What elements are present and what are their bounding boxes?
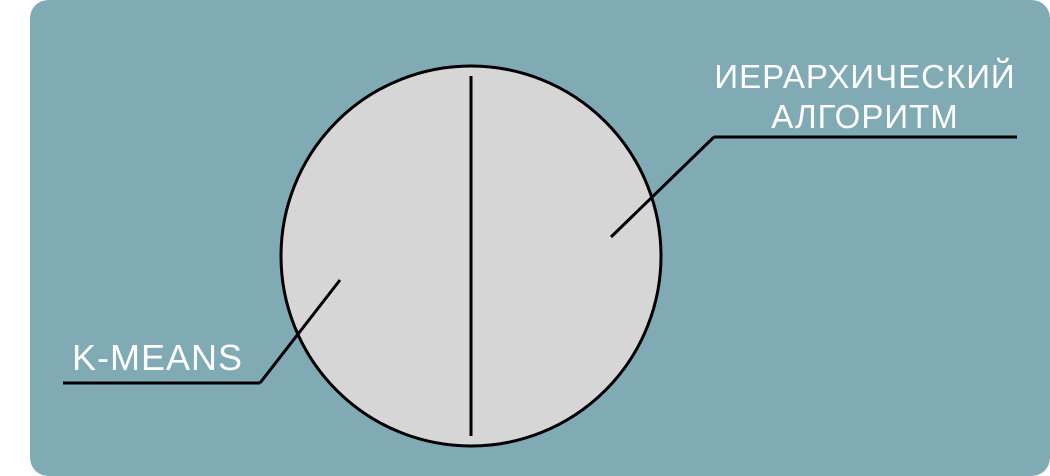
diagram-svg: K-MEANS ИЕРАРХИЧЕСКИЙ АЛГОРИТМ (30, 0, 1050, 476)
label-k-means: K-MEANS (72, 337, 243, 378)
leader-right-diagonal (609, 135, 716, 239)
split-circle (279, 64, 663, 448)
leader-left-diagonal (258, 279, 342, 384)
leader-right (609, 135, 1017, 239)
label-hierarchical-line1: ИЕРАРХИЧЕСКИЙ (714, 58, 1015, 95)
leader-left (63, 279, 342, 385)
diagram-canvas: K-MEANS ИЕРАРХИЧЕСКИЙ АЛГОРИТМ (30, 0, 1050, 476)
label-hierarchical-line2: АЛГОРИТМ (771, 98, 958, 135)
